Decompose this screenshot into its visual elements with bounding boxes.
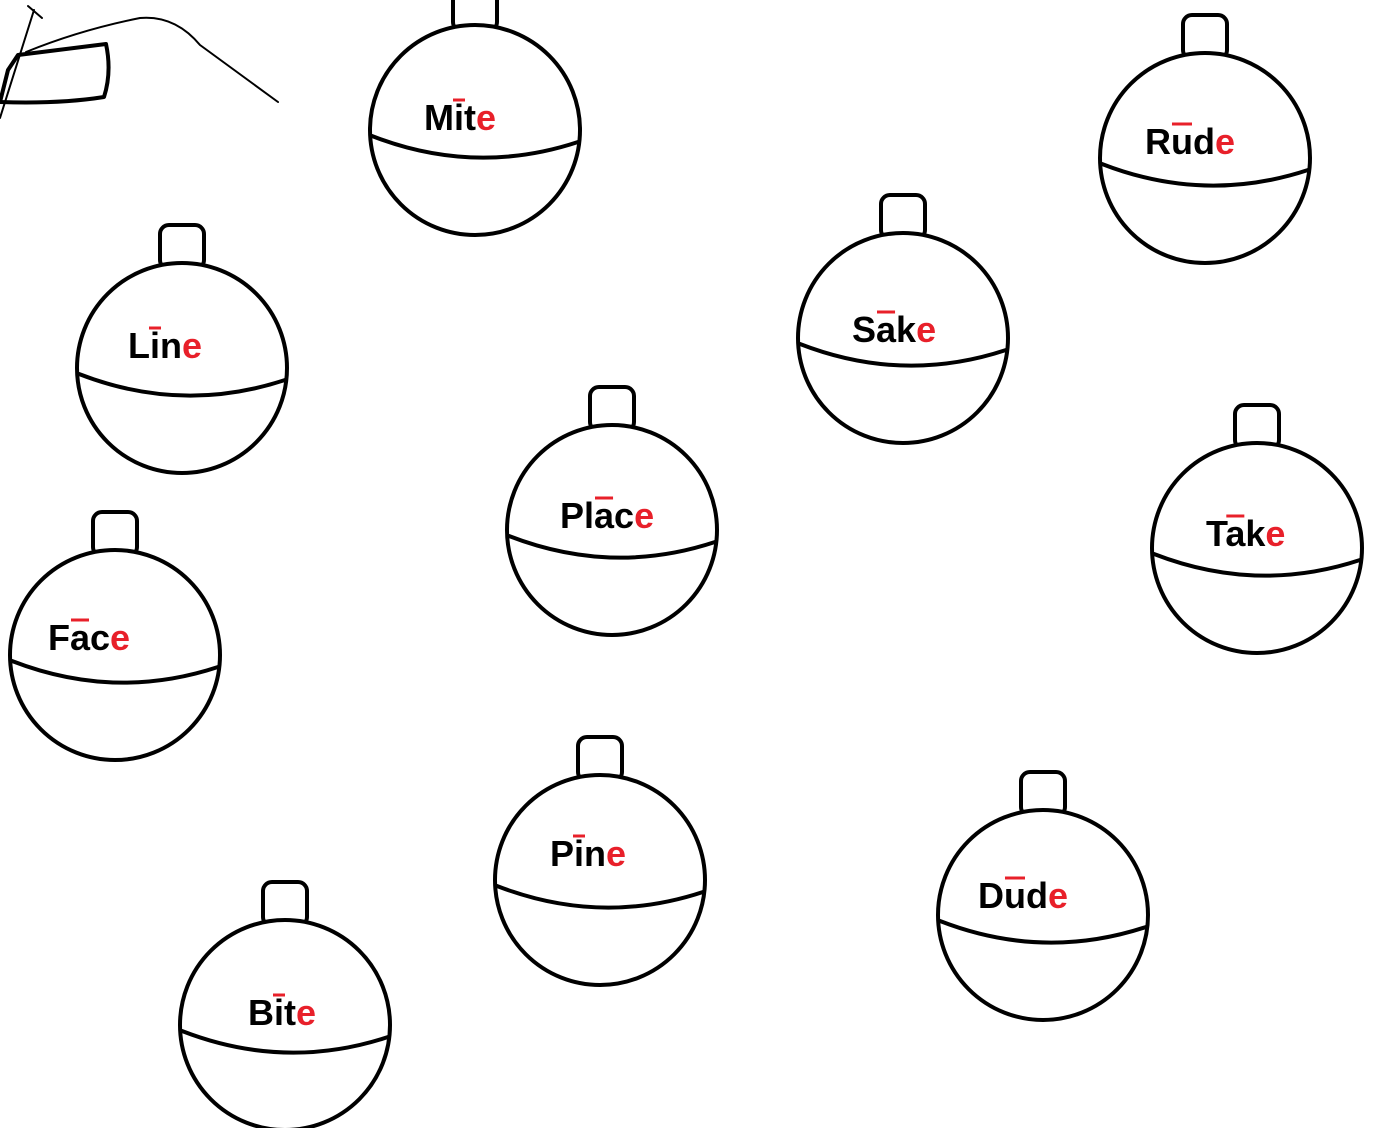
bobber-seam [1152, 552, 1362, 578]
bobber-ball [493, 773, 707, 987]
bobber-place: Place [505, 385, 719, 637]
word-label-place: Place [560, 495, 654, 536]
word-stem: Dud [978, 875, 1048, 916]
bobber-seam [1100, 162, 1310, 188]
fishing-boat-icon [0, 5, 279, 119]
silent-e: e [476, 97, 496, 138]
word-stem: Tak [1206, 513, 1266, 554]
connection-rude-dude [1055, 268, 1167, 786]
word-stem: Bit [248, 992, 296, 1033]
word-stem: Mit [424, 97, 476, 138]
silent-e: e [916, 309, 936, 350]
bobber-seam [798, 342, 1008, 368]
bobber-seam [938, 919, 1148, 945]
word-stem: Fac [48, 617, 110, 658]
connection-line-pine [258, 462, 540, 782]
bobber-ball [505, 423, 719, 637]
silent-e: e [182, 325, 202, 366]
bobber-ball [1098, 51, 1312, 265]
silent-e: e [1265, 513, 1285, 554]
silent-e: e [1048, 875, 1068, 916]
word-stem: Plac [560, 495, 634, 536]
bobber-ball [178, 918, 392, 1128]
bobber-ball [75, 261, 289, 475]
word-label-bite: Bite [248, 992, 316, 1033]
word-label-dude: Dude [978, 875, 1068, 916]
word-label-face: Face [48, 617, 130, 658]
bobber-ball [8, 548, 222, 762]
word-label-mite: Mite [424, 97, 496, 138]
bobber-rude: Rude [1098, 13, 1312, 265]
word-label-line: Line [128, 325, 202, 366]
silent-e: e [606, 833, 626, 874]
bobber-take: Take [1150, 403, 1364, 655]
word-stem: Pin [550, 833, 606, 874]
word-stem: Lin [128, 325, 182, 366]
word-stem: Sak [852, 309, 917, 350]
bobber-ball [368, 23, 582, 237]
silent-e: e [296, 992, 316, 1033]
bobber-ball [1150, 441, 1364, 655]
connection-mite-bite [290, 253, 444, 888]
silent-e: e [634, 495, 654, 536]
bobber-seam [10, 659, 220, 685]
word-label-rude: Rude [1145, 121, 1235, 162]
bobber-group: MiteLinePlaceFacePineBiteRudeSakeTakeDud… [8, 0, 1364, 1128]
bobber-dude: Dude [936, 770, 1150, 1022]
silent-e: e [110, 617, 130, 658]
bobber-pine: Pine [493, 735, 707, 987]
bobber-seam [77, 372, 287, 398]
word-label-sake: Sake [852, 309, 936, 350]
bobber-seam [370, 134, 580, 160]
bobber-seam [180, 1029, 390, 1055]
connection-face-place [226, 556, 512, 622]
bobber-line: Line [75, 223, 289, 475]
bobber-face: Face [8, 510, 222, 762]
bobber-ball [936, 808, 1150, 1022]
word-stem: Rud [1145, 121, 1215, 162]
word-label-take: Take [1206, 513, 1285, 554]
bobber-seam [507, 534, 717, 560]
connection-sake-take [970, 432, 1155, 500]
bobber-bite: Bite [178, 880, 392, 1128]
word-label-pine: Pine [550, 833, 626, 874]
bobber-seam [495, 884, 705, 910]
bobber-sake: Sake [796, 193, 1010, 445]
bobber-ball [796, 231, 1010, 445]
bobber-mite: Mite [368, 0, 582, 237]
silent-e: e [1215, 121, 1235, 162]
